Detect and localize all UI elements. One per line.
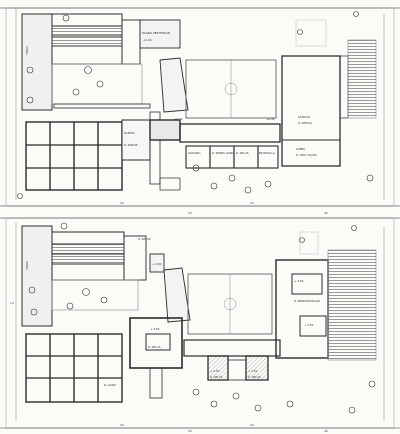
dimension-label: 24 (250, 423, 254, 427)
room-label: R. TATA USAHA (296, 153, 317, 157)
dimension-label: 24 (250, 201, 254, 205)
dimension-label: 23 (188, 211, 192, 215)
dimension-label: 14 (10, 301, 14, 305)
room-label: MUSHOLLA (259, 151, 275, 155)
level-mark: +0.45 (266, 117, 275, 121)
plan-bottom (0, 217, 400, 429)
level-mark: + 3.50 (210, 369, 220, 373)
level-mark: + 3.50 (150, 327, 160, 331)
level-mark: +0.00 (143, 38, 152, 42)
tree-icon (17, 11, 374, 199)
room-label: R. KELAS (148, 345, 161, 349)
room-label: R. SERBA GUNA (212, 151, 234, 155)
level-mark: + 3.50 (294, 279, 304, 283)
level-mark: + 3.50 (248, 369, 258, 373)
level-mark: + 0.00 (152, 262, 162, 266)
plan-top (0, 7, 400, 207)
room-label: R. GURU (104, 383, 116, 387)
room-label: R. KELAS (236, 151, 249, 155)
room-label: RUANG PERTEMUAN (142, 31, 170, 35)
room-label: GUDANG (188, 151, 201, 155)
dimension-label: 24 (120, 201, 124, 205)
plan-top-labels: TERAS RUANG PERTEMUAN KANTIN R. PARKIR G… (25, 31, 328, 215)
room-label: KANTOR (298, 115, 310, 119)
dimension-label: 24 (120, 423, 124, 427)
dimension-label: 23 (188, 429, 192, 433)
room-label: LOBBY (296, 147, 305, 151)
dimension-label: 46 (324, 211, 328, 215)
tree-icon (28, 222, 376, 414)
room-label: R. KELAS (248, 375, 261, 379)
room-label: TERAS (25, 261, 29, 271)
room-label: R. KELAS (210, 375, 223, 379)
room-label: R. KELAS (138, 237, 151, 241)
room-label: R. PERPUSTAKAAN (294, 299, 320, 303)
room-label: R. PARKIR (124, 143, 138, 147)
plan-bottom-labels: TERAS R. KELAS R. GURU R. KELAS R. KELAS… (10, 237, 328, 433)
level-mark: +0.60 (174, 117, 183, 121)
room-label: KANTIN (124, 131, 134, 135)
level-mark: + 3.50 (304, 323, 314, 327)
dimension-label: 46 (324, 429, 328, 433)
room-label: TERAS (25, 46, 29, 56)
room-label: R. KEPALA (298, 121, 312, 125)
